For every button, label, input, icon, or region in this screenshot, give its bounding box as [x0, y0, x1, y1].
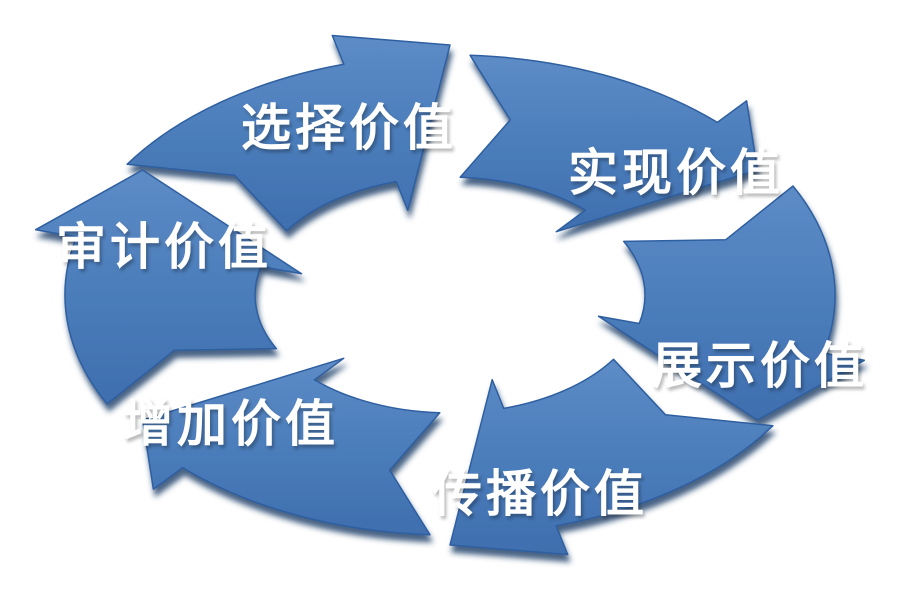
arrow-segment-select-value: [126, 34, 451, 232]
step-label-select-value: 选择价值: [241, 100, 457, 156]
arrow-segment-audit-value: [34, 169, 303, 405]
step-label-realize-value: 实现价值: [568, 145, 784, 201]
step-label-display-value: 展示价值: [652, 338, 868, 394]
step-label-add-value: 增加价值: [123, 396, 339, 452]
arrow-segment-realize-value: [459, 54, 759, 233]
arrow-segment-display-value: [597, 185, 866, 421]
arrow-segment-add-value: [141, 357, 441, 536]
cycle-arrow-segments: [34, 34, 866, 556]
step-label-spread-value: 传播价值: [432, 466, 648, 522]
step-label-audit-value: 审计价值: [56, 219, 272, 275]
arrow-segment-spread-value: [449, 358, 774, 556]
